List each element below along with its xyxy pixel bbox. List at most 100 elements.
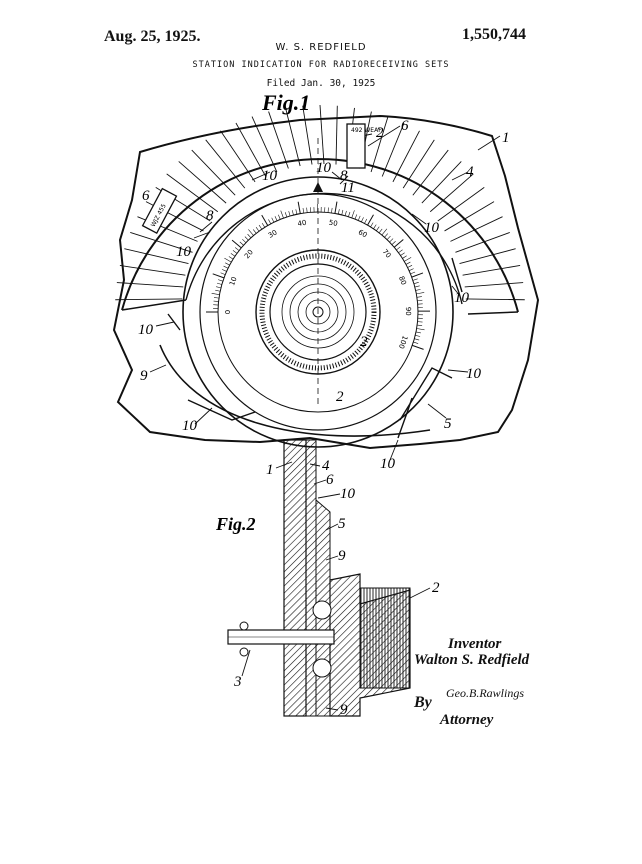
scale-tick <box>400 252 405 256</box>
svg-text:10: 10 <box>340 486 356 502</box>
scale-tick <box>407 265 413 268</box>
patent-number: 1,550,744 <box>462 26 526 43</box>
scale-tick <box>306 207 308 213</box>
scale-tick <box>417 299 423 302</box>
scale-tick <box>297 201 301 214</box>
scale-tick <box>225 262 230 266</box>
svg-text:9: 9 <box>140 368 148 384</box>
scale-tick <box>255 227 260 232</box>
ring-segment <box>459 248 516 265</box>
scale-tick <box>391 241 396 245</box>
scale-tick <box>373 224 377 229</box>
scale-tick <box>248 229 254 236</box>
ring-segment <box>116 282 184 288</box>
scale-tick <box>415 289 421 291</box>
scale-tick <box>416 328 425 331</box>
svg-text:8: 8 <box>340 168 348 184</box>
by-label: By <box>414 694 432 711</box>
scale-tick <box>220 272 226 275</box>
scale-tick <box>295 209 298 215</box>
scale-tick <box>415 331 421 334</box>
fig2-label: Fig.2 <box>215 514 256 534</box>
scale-tick <box>291 210 294 216</box>
attorney-signature: Geo.B.Rawlings <box>446 686 524 700</box>
scale-tick <box>261 214 269 226</box>
ring-segment <box>178 161 227 204</box>
scale-tick <box>288 211 291 217</box>
ring-segment <box>444 201 495 232</box>
scale-tick <box>348 211 351 217</box>
ring-segment <box>370 116 389 173</box>
scale-tick <box>218 279 223 282</box>
clip-bottom-left <box>187 399 256 421</box>
svg-text:10: 10 <box>466 366 482 382</box>
scale-tick <box>211 292 220 295</box>
scale-tick <box>268 219 272 224</box>
scale-tick <box>338 209 340 215</box>
scale-tick <box>414 285 420 288</box>
scale-tick <box>378 228 383 234</box>
scale-tick <box>412 344 424 350</box>
scale-tick <box>232 250 238 254</box>
scale-tick <box>405 261 411 265</box>
ring-segment <box>319 104 325 165</box>
svg-text:10: 10 <box>454 290 470 306</box>
ring-segment <box>421 161 462 204</box>
scale-tick <box>416 292 425 295</box>
leader-lines <box>149 125 501 461</box>
scale-tick <box>234 247 240 251</box>
svg-text:8: 8 <box>206 208 214 224</box>
svg-text:6: 6 <box>142 188 150 204</box>
ring-segment <box>381 122 405 177</box>
svg-text:2: 2 <box>336 389 344 405</box>
scale-tick <box>247 233 252 239</box>
index-pointer <box>313 182 323 192</box>
ring-segment <box>464 282 524 288</box>
svg-text:10: 10 <box>176 244 192 260</box>
scale-tick <box>367 214 374 226</box>
ring-segment <box>130 232 193 253</box>
station-tab-top: 492 WEAF <box>346 123 382 169</box>
dial-outer-circle <box>182 176 454 448</box>
scale-tick <box>244 236 249 241</box>
scale-tick <box>224 257 232 263</box>
svg-text:9: 9 <box>340 702 348 718</box>
scale-tick <box>239 241 244 246</box>
svg-text:10: 10 <box>182 418 198 434</box>
outer-ring-inner-arc <box>185 192 463 305</box>
scale-tick <box>213 297 220 299</box>
svg-text:10: 10 <box>316 160 332 176</box>
scale-tick <box>280 210 284 219</box>
scale-tick <box>331 207 333 213</box>
scale-label: 90 <box>404 307 412 316</box>
scale-tick <box>271 217 275 223</box>
scale-tick <box>212 273 225 279</box>
scale-tick <box>361 217 364 223</box>
scale-tick <box>274 216 278 221</box>
outer-ring <box>115 104 525 301</box>
scale-tick <box>344 210 347 216</box>
scale-tick <box>213 300 219 302</box>
scale-tick <box>215 289 221 292</box>
ring-segment <box>119 265 186 276</box>
svg-text:6: 6 <box>326 472 334 488</box>
ring-segment <box>462 265 521 276</box>
ring-segment <box>115 298 183 301</box>
scale-tick <box>327 207 329 213</box>
svg-text:10: 10 <box>262 168 278 184</box>
scale-tick <box>284 212 288 218</box>
scale-tick <box>396 246 401 251</box>
ring-segment <box>450 216 503 242</box>
scale-label: 10 <box>228 276 239 287</box>
scale-tick <box>411 272 424 278</box>
ring-segment <box>465 298 525 301</box>
scale-tick <box>386 235 391 240</box>
scale-tick <box>223 265 229 269</box>
ring-segment <box>205 139 246 189</box>
panel-outline <box>112 114 540 450</box>
ring-segment <box>437 186 485 222</box>
outer-ring-outer-arc <box>121 158 519 313</box>
ring-segment <box>402 139 435 189</box>
